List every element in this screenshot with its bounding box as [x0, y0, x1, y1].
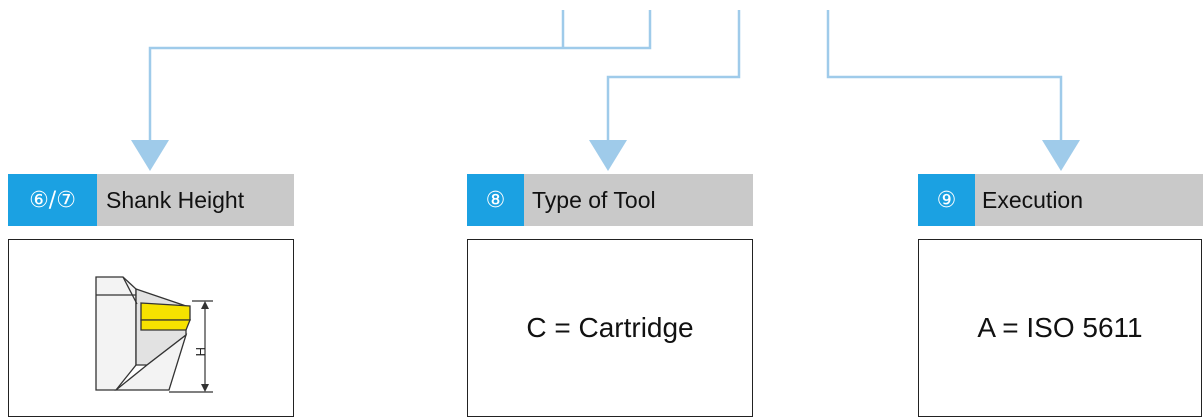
shank-height-header: ⑥/⑦ Shank Height	[8, 174, 294, 226]
arrowhead-execution	[1042, 140, 1080, 171]
connector-line-tool	[606, 10, 741, 140]
execution-box: A = ISO 5611	[918, 239, 1202, 417]
connector-line-execution	[826, 10, 1063, 140]
arrowhead-tool	[589, 140, 627, 171]
execution-title: Execution	[982, 187, 1084, 213]
type-of-tool-box: C = Cartridge	[467, 239, 753, 417]
type-of-tool-value: C = Cartridge	[526, 312, 694, 343]
execution-value: A = ISO 5611	[977, 312, 1143, 343]
insert-shape	[140, 302, 191, 321]
shank-height-title: Shank Height	[106, 187, 245, 213]
shank-height-dimension-label: H	[193, 347, 208, 356]
shank-height-badge: ⑥/⑦	[8, 174, 97, 226]
arrowhead-shank	[131, 140, 169, 171]
execution-header: ⑨ Execution	[918, 174, 1203, 226]
type-of-tool-title: Type of Tool	[532, 187, 656, 213]
execution-badge: ⑨	[918, 174, 975, 226]
shank-height-figure: H	[95, 276, 213, 393]
shank-height-box: H	[8, 239, 294, 417]
type-of-tool-header: ⑧ Type of Tool	[467, 174, 753, 226]
type-of-tool-badge: ⑧	[467, 174, 524, 226]
connector-line-shank-b	[148, 10, 652, 140]
